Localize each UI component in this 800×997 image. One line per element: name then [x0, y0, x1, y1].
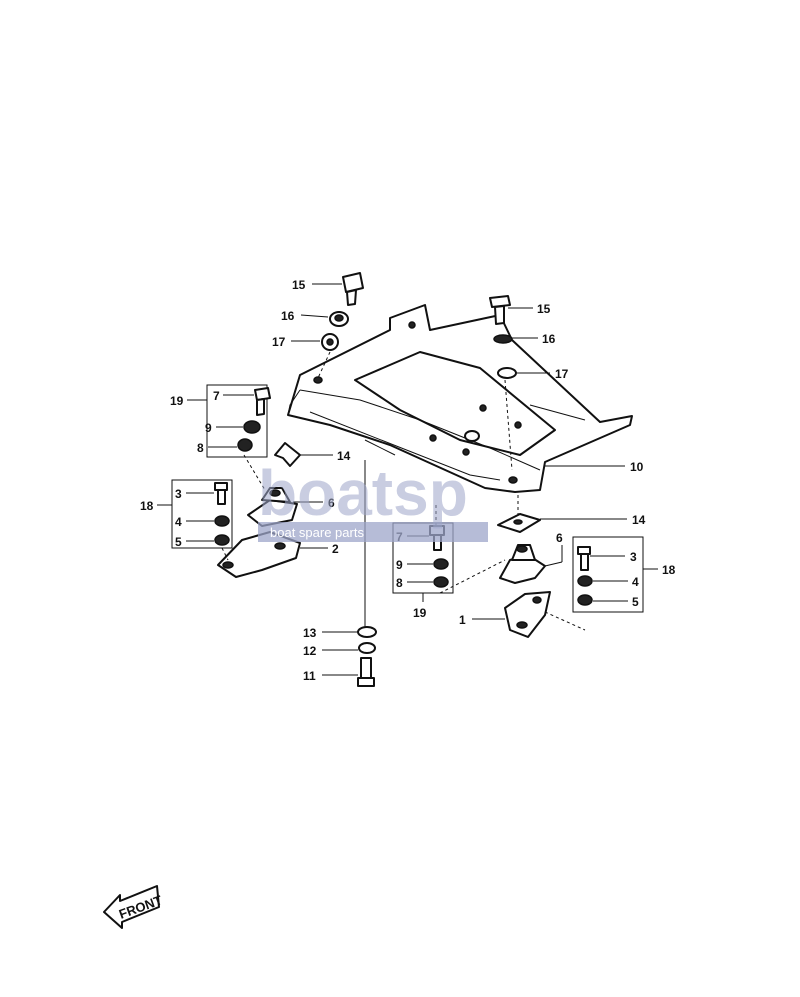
group-19-left-bracket: [206, 384, 268, 458]
bolt-15-left: [342, 272, 364, 306]
callout-15-left: 15: [292, 278, 306, 292]
group-18-left-bracket: [171, 479, 233, 549]
washer-17-right: [497, 367, 517, 379]
bracket-2: [217, 531, 301, 578]
callout-16-right: 16: [542, 332, 556, 346]
bracket-1: [504, 591, 551, 638]
group-18-right-bracket: [572, 536, 644, 613]
callout-17-right: 17: [555, 367, 569, 381]
washer-5-right: [577, 594, 593, 606]
callout-10: 10: [630, 460, 644, 474]
engine-bed-frame: [287, 304, 633, 493]
bolt-11: [357, 657, 375, 687]
callout-9-center: 9: [396, 558, 403, 572]
callout-17-left: 17: [272, 335, 286, 349]
engine-mount-6-right: [499, 544, 546, 584]
washer-9-center: [433, 558, 449, 570]
washer-12: [358, 642, 376, 654]
callout-3-left: 3: [175, 487, 182, 501]
callout-14-left: 14: [337, 449, 351, 463]
callout-14-right: 14: [632, 513, 646, 527]
callout-8-left: 8: [197, 441, 204, 455]
callout-18-right: 18: [662, 563, 676, 577]
callout-5-right: 5: [632, 595, 639, 609]
bolt-3-left: [214, 482, 228, 505]
callout-2: 2: [332, 542, 339, 556]
front-direction-arrow: FRONT: [103, 885, 164, 929]
callout-19-left: 19: [170, 394, 184, 408]
callout-7-left: 7: [213, 389, 220, 403]
callout-6-left: 6: [328, 496, 335, 510]
callout-16-left: 16: [281, 309, 295, 323]
bolt-3-right: [577, 546, 591, 571]
callout-8-center: 8: [396, 576, 403, 590]
washer-5-left: [214, 534, 230, 546]
boatsp-watermark-logo: boatsp boat spare parts: [258, 457, 488, 542]
bolt-15-right: [489, 295, 511, 325]
callout-12: 12: [303, 644, 317, 658]
callout-1: 1: [459, 613, 466, 627]
callout-4-right: 4: [632, 575, 639, 589]
washer-9-left: [243, 420, 261, 434]
bolt-7-left: [254, 387, 271, 416]
washer-4-left: [214, 515, 230, 527]
callout-3-right: 3: [630, 550, 637, 564]
svg-text:boatsp: boatsp: [258, 457, 468, 529]
callout-9-left: 9: [205, 421, 212, 435]
washer-8-left: [237, 438, 253, 452]
callout-11: 11: [303, 669, 316, 683]
washer-13: [357, 626, 377, 638]
clip-14-left: [274, 442, 301, 467]
callout-13: 13: [303, 626, 317, 640]
svg-text:boat spare parts: boat spare parts: [270, 525, 364, 540]
callout-15-right: 15: [537, 302, 551, 316]
nut-16-left: [329, 311, 349, 327]
callout-4-left: 4: [175, 515, 182, 529]
nut-16-right: [493, 334, 513, 344]
callout-5-left: 5: [175, 535, 182, 549]
washer-17-left: [321, 333, 339, 351]
engine-mount-6-left: [247, 487, 298, 527]
washer-4-right: [577, 575, 593, 587]
callout-18-left: 18: [140, 499, 154, 513]
callout-6-right: 6: [556, 531, 563, 545]
washer-8-center: [433, 576, 449, 588]
callout-19-center: 19: [413, 606, 427, 620]
